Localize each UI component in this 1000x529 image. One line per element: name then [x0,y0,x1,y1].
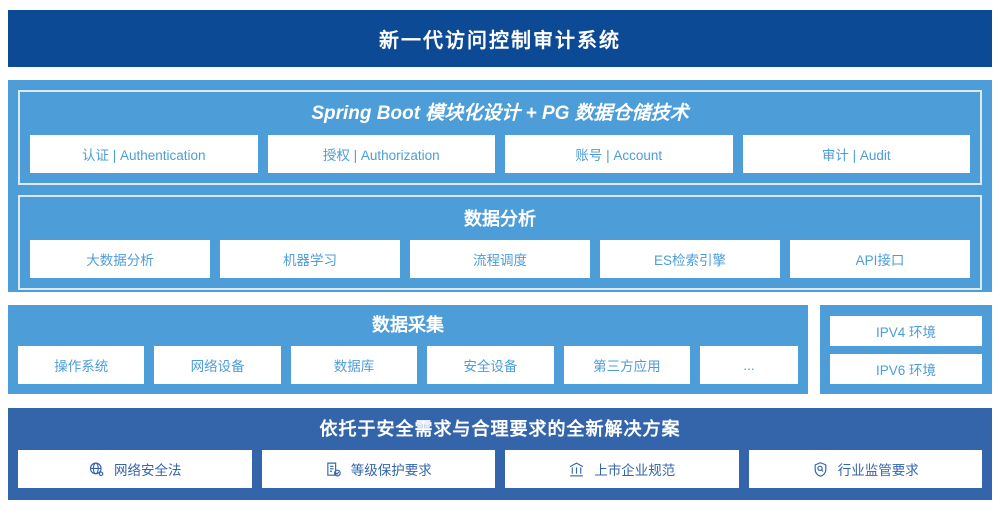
collection-section-title: 数据采集 [372,315,444,335]
chip-api-interface[interactable]: API接口 [790,240,970,278]
chip-authentication[interactable]: 认证 | Authentication [30,135,258,173]
collection-chip-row: 操作系统 网络设备 数据库 安全设备 第三方应用 ... [18,346,799,384]
chip-authorization[interactable]: 授权 | Authorization [267,135,495,173]
analysis-section-title: 数据分析 [464,209,536,229]
chip-big-data-analysis[interactable]: 大数据分析 [30,240,210,278]
chip-machine-learning[interactable]: 机器学习 [220,240,400,278]
chip-label: 等级保护要求 [350,463,432,478]
chip-ipv4-environment[interactable]: IPV4 环境 [830,315,982,346]
chip-listed-company-standard[interactable]: 上市企业规范 [505,450,739,488]
chip-more[interactable]: ... [700,346,799,384]
collection-row: 数据采集 操作系统 网络设备 数据库 安全设备 第三方应用 ... IPV4 环… [8,305,992,394]
chip-cybersecurity-law[interactable]: 网络安全法 [18,450,252,488]
analysis-section: 数据分析 大数据分析 机器学习 流程调度 ES检索引擎 API接口 [18,195,982,290]
chip-label: 网络安全法 [114,463,182,478]
environment-panel: IPV4 环境 IPV6 环境 [820,305,992,394]
globe-icon [88,461,105,478]
compliance-chip-row: 网络安全法 等级保护要求 [18,450,982,488]
compliance-section-title: 依托于安全需求与合理要求的全新解决方案 [319,419,681,439]
chip-network-device[interactable]: 网络设备 [154,346,281,384]
chip-operating-system[interactable]: 操作系统 [18,346,145,384]
chip-label: 行业监管要求 [837,463,919,478]
chip-es-search-engine[interactable]: ES检索引擎 [600,240,780,278]
chip-industry-regulation[interactable]: 行业监管要求 [748,450,982,488]
chip-ipv6-environment[interactable]: IPV6 环境 [830,353,982,384]
platform-section: Spring Boot 模块化设计 + PG 数据仓储技术 认证 | Authe… [18,90,982,185]
page-title: 新一代访问控制审计系统 [379,30,621,52]
chip-security-device[interactable]: 安全设备 [427,346,554,384]
platform-analysis-panel: Spring Boot 模块化设计 + PG 数据仓储技术 认证 | Authe… [8,80,992,292]
platform-section-title: Spring Boot 模块化设计 + PG 数据仓储技术 [311,103,689,124]
chip-classified-protection[interactable]: 等级保护要求 [261,450,495,488]
bank-icon [568,461,585,478]
platform-chip-row: 认证 | Authentication 授权 | Authorization 账… [30,135,970,173]
chip-database[interactable]: 数据库 [290,346,418,384]
analysis-chip-row: 大数据分析 机器学习 流程调度 ES检索引擎 API接口 [30,240,970,278]
chip-process-scheduling[interactable]: 流程调度 [410,240,590,278]
chip-label: 上市企业规范 [594,463,676,478]
chip-third-party-application[interactable]: 第三方应用 [563,346,691,384]
compliance-panel: 依托于安全需求与合理要求的全新解决方案 网络安全法 [8,408,992,500]
document-check-icon [325,461,342,478]
page-header: 新一代访问控制审计系统 [8,10,992,67]
chip-audit[interactable]: 审计 | Audit [742,135,970,173]
shield-search-icon [812,461,829,478]
collection-panel: 数据采集 操作系统 网络设备 数据库 安全设备 第三方应用 ... [8,305,808,394]
chip-account[interactable]: 账号 | Account [505,135,733,173]
